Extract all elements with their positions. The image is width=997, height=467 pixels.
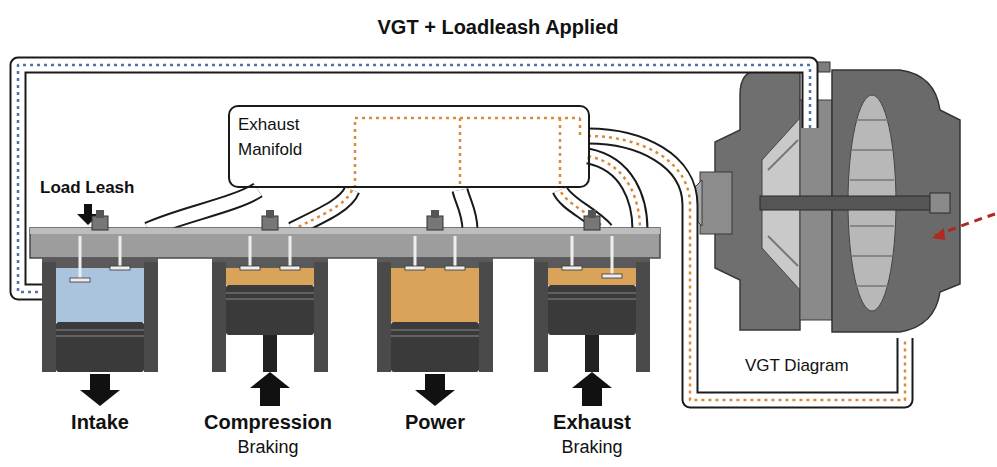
label-slot: Braking: [237, 437, 298, 458]
node-text: Exhaust Manifold: [238, 113, 324, 162]
title-slot: VGT + Loadleash Applied: [378, 16, 619, 39]
label-slot: Braking: [561, 437, 622, 458]
cylinder: [377, 210, 493, 406]
label-slot: Compression: [204, 411, 332, 434]
manifold-box: Exhaust Manifold: [228, 105, 590, 188]
label-slot: Intake: [71, 411, 129, 434]
part-label: VGT Diagram: [745, 356, 849, 376]
cylinder: [212, 210, 328, 406]
label-slot: Load Leash: [40, 178, 134, 198]
cylinder-head: [30, 228, 660, 258]
cylinder: [42, 210, 158, 406]
turbocharger: [690, 62, 995, 332]
stroke-label: Intake: [71, 411, 129, 434]
mode-label: Braking: [237, 437, 298, 458]
diagram-title: VGT + Loadleash Applied: [378, 16, 619, 39]
label-slot: Exhaust: [553, 411, 631, 434]
label-slot: Power: [405, 411, 465, 434]
stroke-label: Compression: [204, 411, 332, 434]
part-label: Load Leash: [40, 178, 134, 198]
mode-label: Braking: [561, 437, 622, 458]
stroke-label: Power: [405, 411, 465, 434]
tubes: [18, 65, 905, 400]
label-slot: VGT Diagram: [745, 356, 849, 376]
cylinder: [534, 210, 650, 406]
stroke-label: Exhaust: [553, 411, 631, 434]
